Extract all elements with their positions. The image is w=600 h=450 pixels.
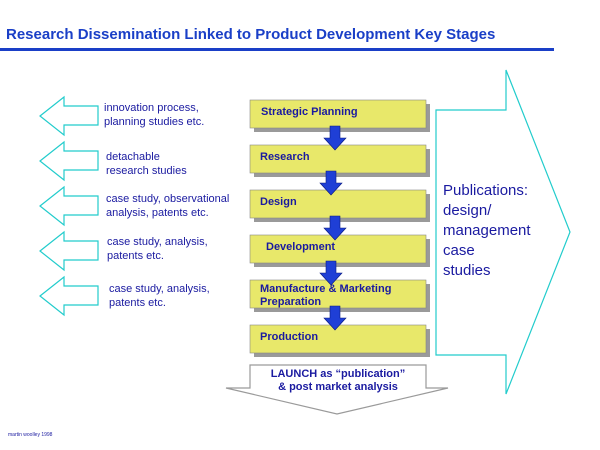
- stage-box-strategic-planning: [249, 99, 427, 129]
- launch-arrow: [225, 364, 449, 415]
- stage-label-line: Manufacture & Marketing: [260, 283, 392, 295]
- publications-line: Publications:: [443, 182, 529, 199]
- stage-label-development: Development: [266, 241, 336, 253]
- down-arrow-4: [319, 260, 343, 286]
- publications-line: design/: [443, 202, 492, 219]
- left-arrow-3: [39, 185, 99, 227]
- left-arrow-1: [39, 95, 99, 137]
- side-note-line: research studies: [106, 165, 187, 177]
- side-note-line: case study, analysis,: [107, 236, 208, 248]
- stage-label-research: Research: [260, 151, 310, 163]
- side-note-line: patents etc.: [109, 297, 166, 309]
- publications-text: Publications: design/ management case st…: [443, 181, 563, 281]
- side-note-design: case study, observational analysis, pate…: [106, 192, 229, 220]
- stage-label-manufacture: Manufacture & Marketing Preparation: [260, 283, 391, 309]
- left-arrow-5: [39, 275, 99, 317]
- side-note-strategic-planning: innovation process, planning studies etc…: [104, 101, 204, 129]
- stage-box-development: [249, 234, 427, 264]
- side-note-line: case study, observational: [106, 193, 230, 205]
- publications-arrow: [435, 69, 571, 395]
- stage-box-manufacture: [249, 279, 427, 309]
- down-arrow-3: [323, 215, 347, 241]
- stage-label-design: Design: [260, 196, 297, 208]
- publications-line: studies: [443, 262, 491, 279]
- stage-box-production: [249, 324, 427, 354]
- left-arrow-4: [39, 230, 99, 272]
- publications-line: case: [443, 242, 475, 259]
- down-arrow-1: [323, 125, 347, 151]
- stage-label-strategic-planning: Strategic Planning: [261, 106, 358, 118]
- side-note-research: detachable research studies: [106, 150, 187, 178]
- title-underline: [0, 48, 554, 51]
- side-note-line: case study, analysis,: [109, 283, 210, 295]
- launch-line: & post market analysis: [278, 381, 398, 393]
- stage-box-design: [249, 189, 427, 219]
- launch-text: LAUNCH as “publication” & post market an…: [250, 368, 426, 394]
- stage-boxes: [249, 99, 430, 357]
- launch-line: LAUNCH as “publication”: [270, 368, 406, 380]
- stage-label-production: Production: [260, 331, 319, 343]
- side-note-line: detachable: [106, 151, 160, 163]
- stage-label-line: Preparation: [260, 296, 322, 308]
- side-note-line: innovation process,: [104, 102, 199, 114]
- publications-line: management: [443, 222, 531, 239]
- side-note-line: patents etc.: [107, 250, 164, 262]
- side-note-line: analysis, patents etc.: [106, 207, 209, 219]
- side-note-development: case study, analysis, patents etc.: [107, 235, 208, 263]
- down-arrow-5: [323, 305, 347, 331]
- side-note-manufacture: case study, analysis, patents etc.: [109, 282, 210, 310]
- down-arrow-2: [319, 170, 343, 196]
- side-note-line: planning studies etc.: [104, 116, 205, 128]
- page-title: Research Dissemination Linked to Product…: [6, 26, 496, 43]
- left-arrow-2: [39, 140, 99, 182]
- author-credit: martin woolley 1998: [8, 432, 53, 438]
